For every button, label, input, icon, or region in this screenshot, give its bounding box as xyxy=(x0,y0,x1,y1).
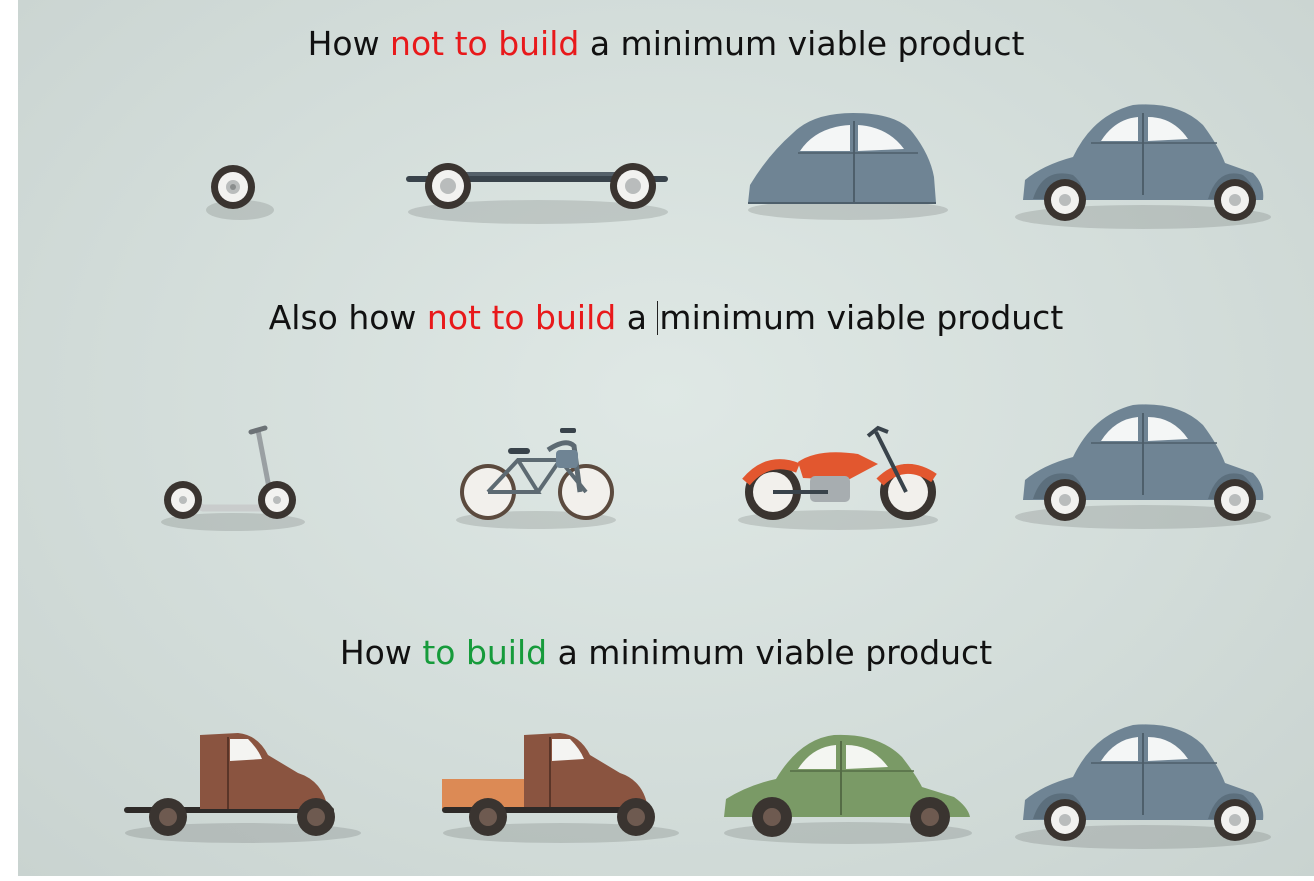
heading-prefix: Also how xyxy=(268,298,427,337)
heading-suffix-a: a xyxy=(616,298,658,337)
pickup-truck-icon xyxy=(442,733,679,843)
car-icon xyxy=(1015,724,1271,849)
heading-also-how-not-to-build[interactable]: Also how not to build a minimum viable p… xyxy=(18,298,1314,337)
bicycle-icon xyxy=(456,428,616,529)
car-body-shell-icon xyxy=(748,113,948,220)
heading-suffix: a minimum viable product xyxy=(547,633,993,672)
motorcycle-icon xyxy=(738,425,938,530)
chassis-icon xyxy=(406,163,668,224)
slide-canvas: How not to build a minimum viable produc… xyxy=(18,0,1314,876)
heading-emphasis: to build xyxy=(422,633,548,672)
car-icon xyxy=(1015,404,1271,529)
heading-emphasis: not to build xyxy=(390,24,580,63)
heading-emphasis: not to build xyxy=(426,298,617,337)
heading-how-not-to-build: How not to build a minimum viable produc… xyxy=(18,24,1314,63)
heading-prefix: How xyxy=(339,633,423,672)
text-cursor xyxy=(657,301,659,335)
heading-suffix: a minimum viable product xyxy=(579,24,1025,63)
scooter-icon xyxy=(161,425,305,531)
heading-prefix: How xyxy=(307,24,391,63)
truck-chassis-icon xyxy=(124,733,361,843)
heading-suffix-b: minimum viable product xyxy=(659,298,1064,337)
green-car-icon xyxy=(724,734,972,844)
wheel-icon xyxy=(206,165,274,220)
car-icon xyxy=(1015,104,1271,229)
heading-how-to-build: How to build a minimum viable product xyxy=(18,633,1314,672)
